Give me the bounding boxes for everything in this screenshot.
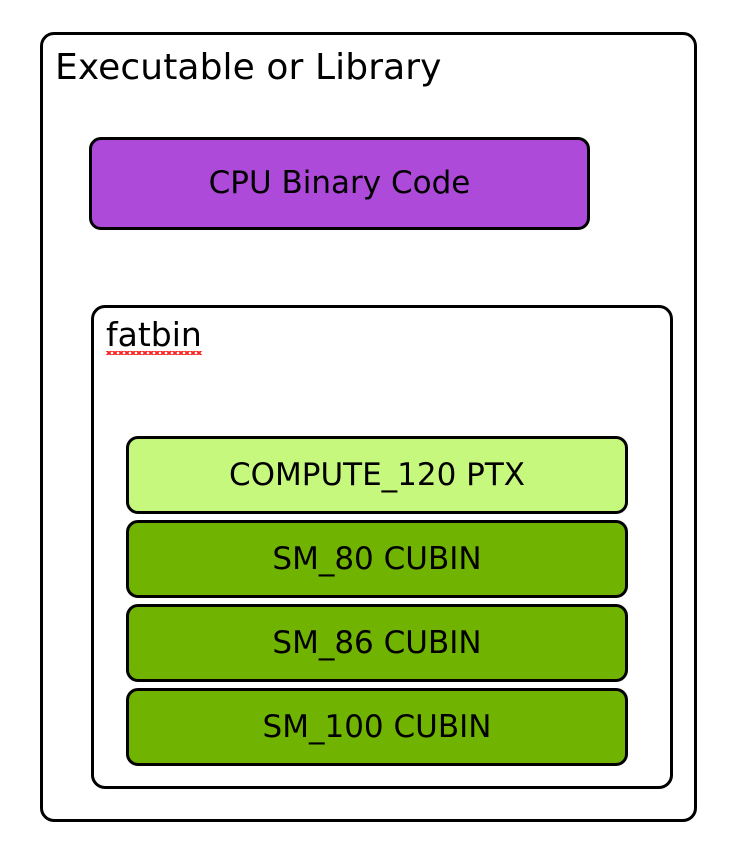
fatbin-entry-sm-80-cubin: SM_80 CUBIN [126, 520, 628, 598]
executable-or-library-container: Executable or Library CPU Binary Code fa… [40, 32, 697, 822]
fatbin-entry-label: SM_80 CUBIN [272, 540, 482, 577]
cpu-binary-code-block: CPU Binary Code [89, 137, 590, 230]
fatbin-entry-list: COMPUTE_120 PTX SM_80 CUBIN SM_86 CUBIN … [126, 436, 628, 766]
cpu-binary-code-label: CPU Binary Code [208, 165, 471, 201]
fatbin-entry-sm-100-cubin: SM_100 CUBIN [126, 688, 628, 766]
fatbin-entry-label: SM_86 CUBIN [272, 624, 482, 661]
fatbin-entry-sm-86-cubin: SM_86 CUBIN [126, 604, 628, 682]
executable-or-library-title: Executable or Library [55, 47, 442, 88]
fatbin-title: fatbin [106, 315, 202, 354]
fatbin-entry-compute-120-ptx: COMPUTE_120 PTX [126, 436, 628, 514]
fatbin-container: fatbin COMPUTE_120 PTX SM_80 CUBIN SM_86… [91, 305, 673, 789]
fatbin-entry-label: SM_100 CUBIN [262, 708, 492, 745]
fatbin-entry-label: COMPUTE_120 PTX [228, 456, 526, 493]
